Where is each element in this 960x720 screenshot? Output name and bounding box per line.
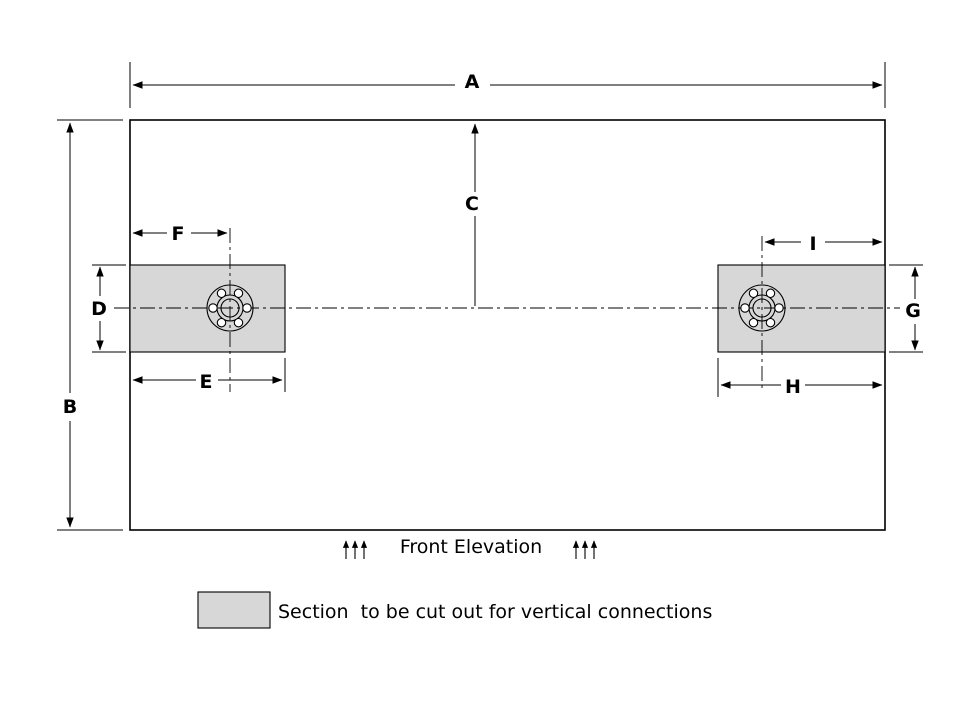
section-arrows-left-icon	[342, 540, 368, 559]
cutout-left	[129, 264, 286, 353]
dim-label-a: A	[465, 71, 480, 93]
left-flange-bore-inner	[220, 298, 240, 318]
dimension-a: A	[129, 62, 886, 108]
dim-label-g: G	[905, 300, 921, 322]
dim-label-e: E	[200, 371, 213, 393]
dim-label-c: C	[465, 193, 479, 215]
caption: Front Elevation	[400, 536, 542, 558]
legend-text: Section to be cut out for vertical conne…	[278, 601, 712, 623]
dimension-f: F	[132, 223, 228, 245]
right-flange-bolt-holes	[740, 288, 784, 328]
legend-swatch	[197, 591, 271, 629]
left-flange-bolt-holes	[208, 288, 252, 328]
left-flange	[206, 284, 254, 332]
dim-label-f: F	[172, 223, 185, 245]
dimension-h: H	[717, 358, 883, 398]
legend: Section to be cut out for vertical conne…	[197, 591, 712, 629]
section-arrows-right-icon	[572, 540, 598, 559]
right-flange-bore-inner	[752, 298, 772, 318]
dimension-i: I	[764, 233, 883, 255]
right-flange-outer-circle	[738, 284, 786, 332]
dim-label-b: B	[63, 396, 77, 418]
dimension-c: C	[465, 123, 479, 306]
dim-label-i: I	[809, 233, 816, 255]
left-flange-outer-circle	[206, 284, 254, 332]
dimension-d: D	[91, 264, 126, 353]
dim-label-d: D	[91, 298, 107, 320]
dimension-e: E	[132, 358, 286, 393]
dimension-b: B	[57, 119, 123, 531]
dimension-g: G	[889, 264, 923, 353]
right-flange	[738, 284, 786, 332]
dim-label-h: H	[785, 376, 801, 398]
